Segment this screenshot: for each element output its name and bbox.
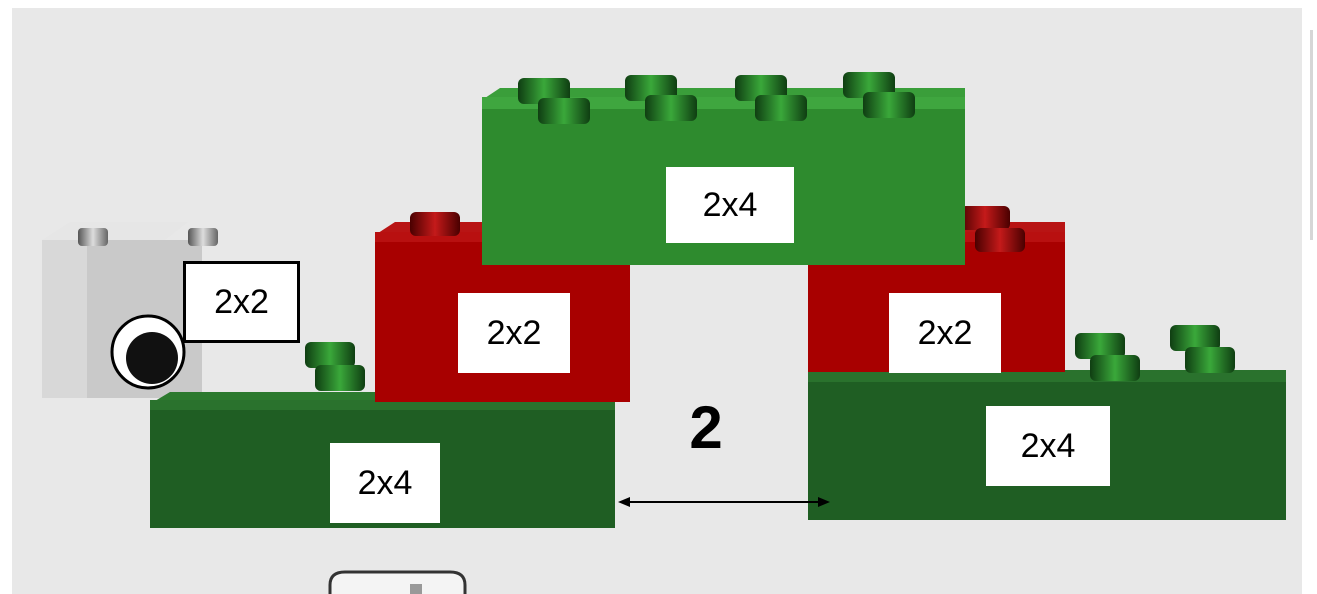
eye-icon — [112, 316, 184, 388]
label-bottom-left-green-2x4: 2x4 — [330, 443, 440, 523]
label-white-brick-2x2: 2x2 — [183, 261, 300, 343]
label-right-red-2x2: 2x2 — [889, 293, 1001, 373]
gap-area — [630, 265, 808, 500]
label-top-green-2x4: 2x4 — [666, 167, 794, 243]
gap-value: 2 — [680, 392, 732, 462]
label-left-red-2x2: 2x2 — [458, 293, 570, 373]
bottom-control-icon — [330, 572, 465, 594]
label-bottom-right-green-2x4: 2x4 — [986, 406, 1110, 486]
